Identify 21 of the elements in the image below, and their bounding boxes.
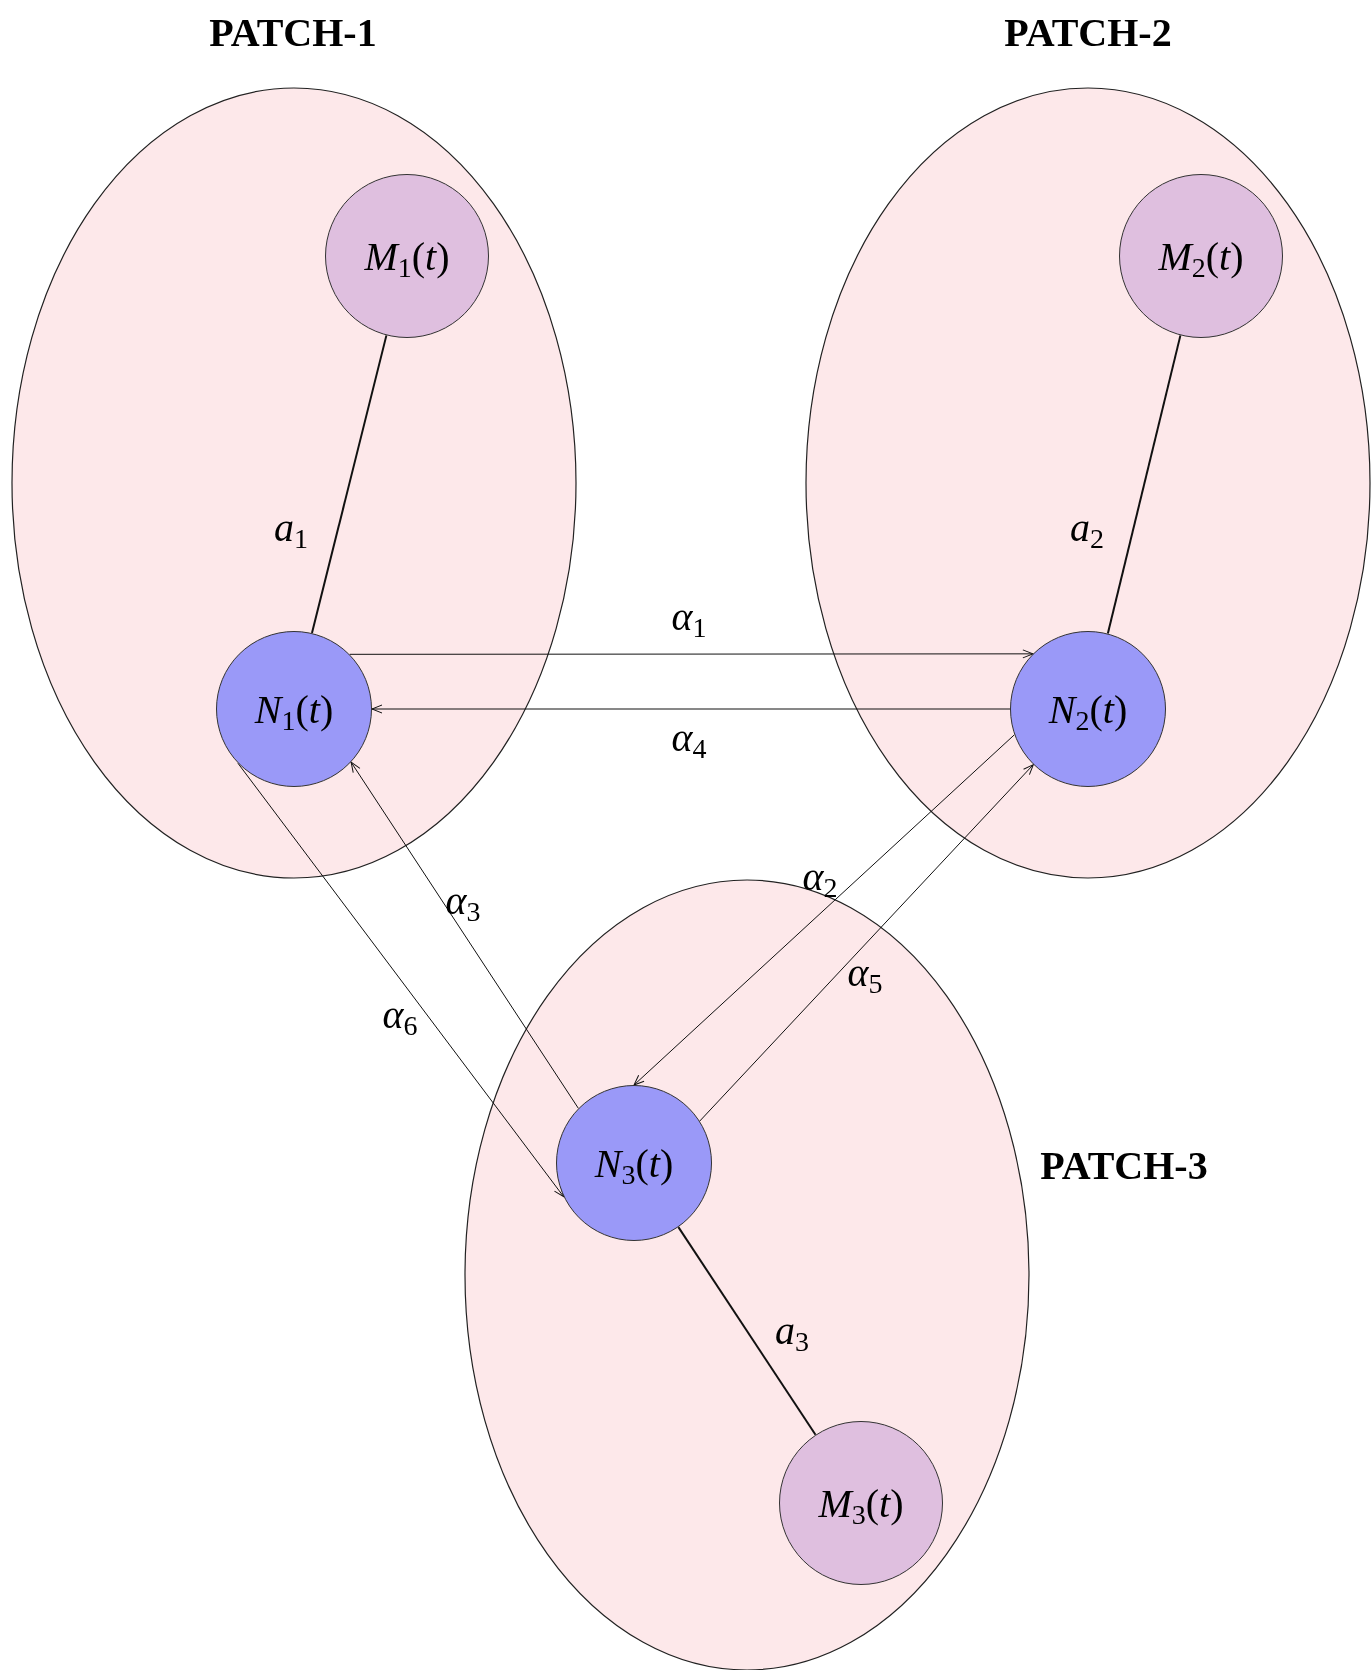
patch-title: PATCH-3 xyxy=(1040,1141,1208,1189)
arrow xyxy=(633,734,1015,1086)
connector-line xyxy=(677,1226,817,1436)
arrow xyxy=(349,649,1034,659)
edge-label: α$_{4}$ xyxy=(671,713,707,761)
connector-line xyxy=(311,334,388,635)
connector-line xyxy=(1106,334,1182,635)
edge-label: α$_{6}$ xyxy=(382,990,418,1038)
patch-title: PATCH-1 xyxy=(209,8,377,56)
edge-label: a$_{3}$ xyxy=(775,1306,809,1354)
arrow xyxy=(237,762,565,1198)
edge-label: α$_{2}$ xyxy=(802,852,838,900)
edge-label: α$_{1}$ xyxy=(671,592,707,640)
patch-title: PATCH-2 xyxy=(1004,8,1172,56)
arrow xyxy=(350,761,579,1109)
arrow xyxy=(699,764,1034,1122)
edge-label: α$_{3}$ xyxy=(445,876,481,924)
edge-label: a$_{1}$ xyxy=(274,503,308,551)
edge-label: a$_{2}$ xyxy=(1070,503,1104,551)
arrow xyxy=(371,704,1011,714)
edge-label: α$_{5}$ xyxy=(847,948,883,996)
